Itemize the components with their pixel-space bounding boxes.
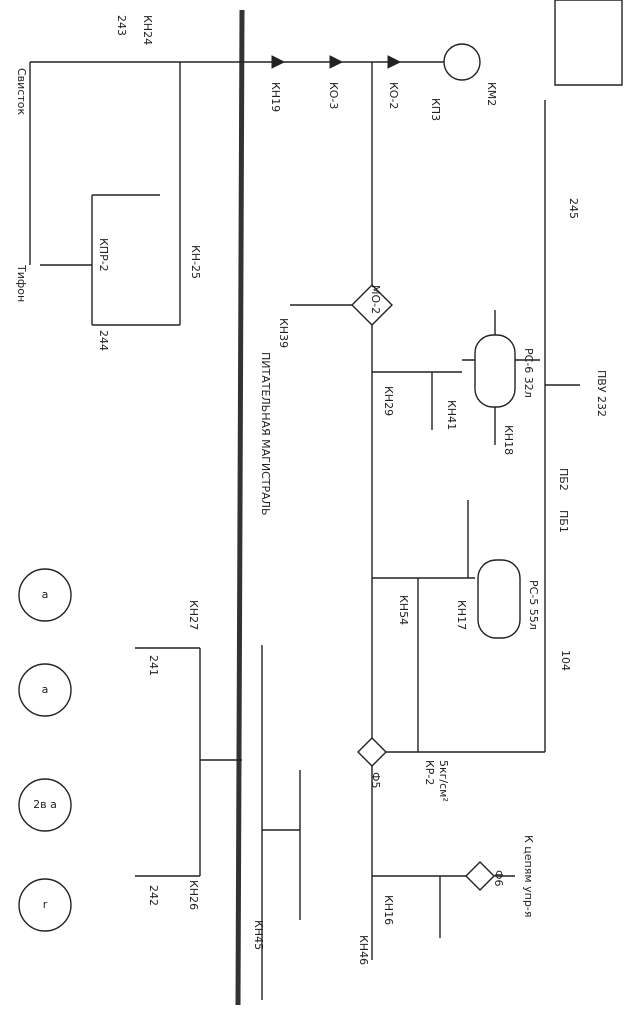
label-kn46: КН46 — [357, 935, 370, 965]
label-pb2: ПБ2 — [557, 468, 570, 491]
label-241: 241 — [147, 655, 160, 676]
label-km2: КМ2 — [485, 82, 498, 106]
motor-2 — [18, 663, 72, 717]
label-kn29: КН29 — [382, 386, 395, 416]
filter-f6 — [465, 861, 495, 891]
label-kn45: КН45 — [252, 920, 265, 950]
compressor-km2 — [443, 43, 481, 81]
valve-ko2 — [387, 55, 402, 69]
label-kn17: КН17 — [455, 600, 468, 630]
label-kp3: КП3 — [429, 98, 442, 121]
motor-3 — [18, 778, 72, 832]
label-kn25: КН-25 — [189, 245, 202, 279]
motor-4 — [18, 878, 72, 932]
label-whistle: Свисток — [15, 68, 28, 115]
label-kr2-pressure: 5кг/см² — [437, 760, 450, 802]
label-kpr2: КПР-2 — [97, 238, 110, 272]
motor-2-label: a — [42, 683, 49, 696]
label-kn18: КН18 — [502, 425, 515, 455]
label-kn26: КН26 — [187, 880, 200, 910]
text-labels: ПИТАТЕЛЬНАЯ МАГИСТРАЛЬ Свисток Тифон КН2… — [15, 15, 608, 965]
label-kn24: КН24 — [141, 15, 154, 45]
reservoir-rs6 — [474, 334, 516, 408]
filter-f5 — [357, 737, 387, 767]
main-line-label: ПИТАТЕЛЬНАЯ МАГИСТРАЛЬ — [259, 352, 272, 516]
pipeline-lines — [29, 9, 580, 1006]
motor-4-label: r — [43, 898, 48, 911]
label-kn41: КН41 — [445, 400, 458, 430]
label-mo2: МО-2 — [369, 285, 382, 314]
label-244: 244 — [97, 330, 110, 351]
label-kn39: КН39 — [277, 318, 290, 348]
supply-box — [554, 0, 623, 86]
label-f5: Ф5 — [369, 772, 382, 788]
label-104: 104 — [559, 650, 572, 671]
filter-mo2 — [351, 284, 393, 326]
valve-kn19 — [271, 55, 286, 69]
motor-1-label: a — [42, 588, 49, 601]
motor-3-label: 2в а — [33, 798, 57, 811]
motor-1 — [18, 568, 72, 622]
label-f6: Ф6 — [492, 870, 505, 886]
label-kn54: КН54 — [397, 595, 410, 625]
reservoir-rs5 — [477, 559, 521, 639]
label-kn27: КН27 — [187, 600, 200, 630]
label-kn16: КН16 — [382, 895, 395, 925]
label-kn19: КН19 — [269, 82, 282, 112]
main-supply-line — [235, 9, 245, 1006]
label-rs6: РС-6 32л — [522, 348, 535, 398]
label-ko3: КО-3 — [327, 82, 340, 109]
label-ko2: КО-2 — [387, 82, 400, 109]
components — [18, 0, 623, 932]
label-243: 243 — [115, 15, 128, 36]
label-242: 242 — [147, 885, 160, 906]
label-pvu232: ПВУ 232 — [595, 370, 608, 417]
label-typhon: Тифон — [15, 264, 28, 302]
label-rs5: РС-5 55л — [527, 580, 540, 630]
label-control-circuits: К цепям упр-я — [522, 835, 535, 917]
label-245: 245 — [567, 198, 580, 219]
label-pb1: ПБ1 — [557, 510, 570, 533]
valve-ko3 — [329, 55, 344, 69]
label-kr2: КР-2 — [423, 760, 436, 785]
